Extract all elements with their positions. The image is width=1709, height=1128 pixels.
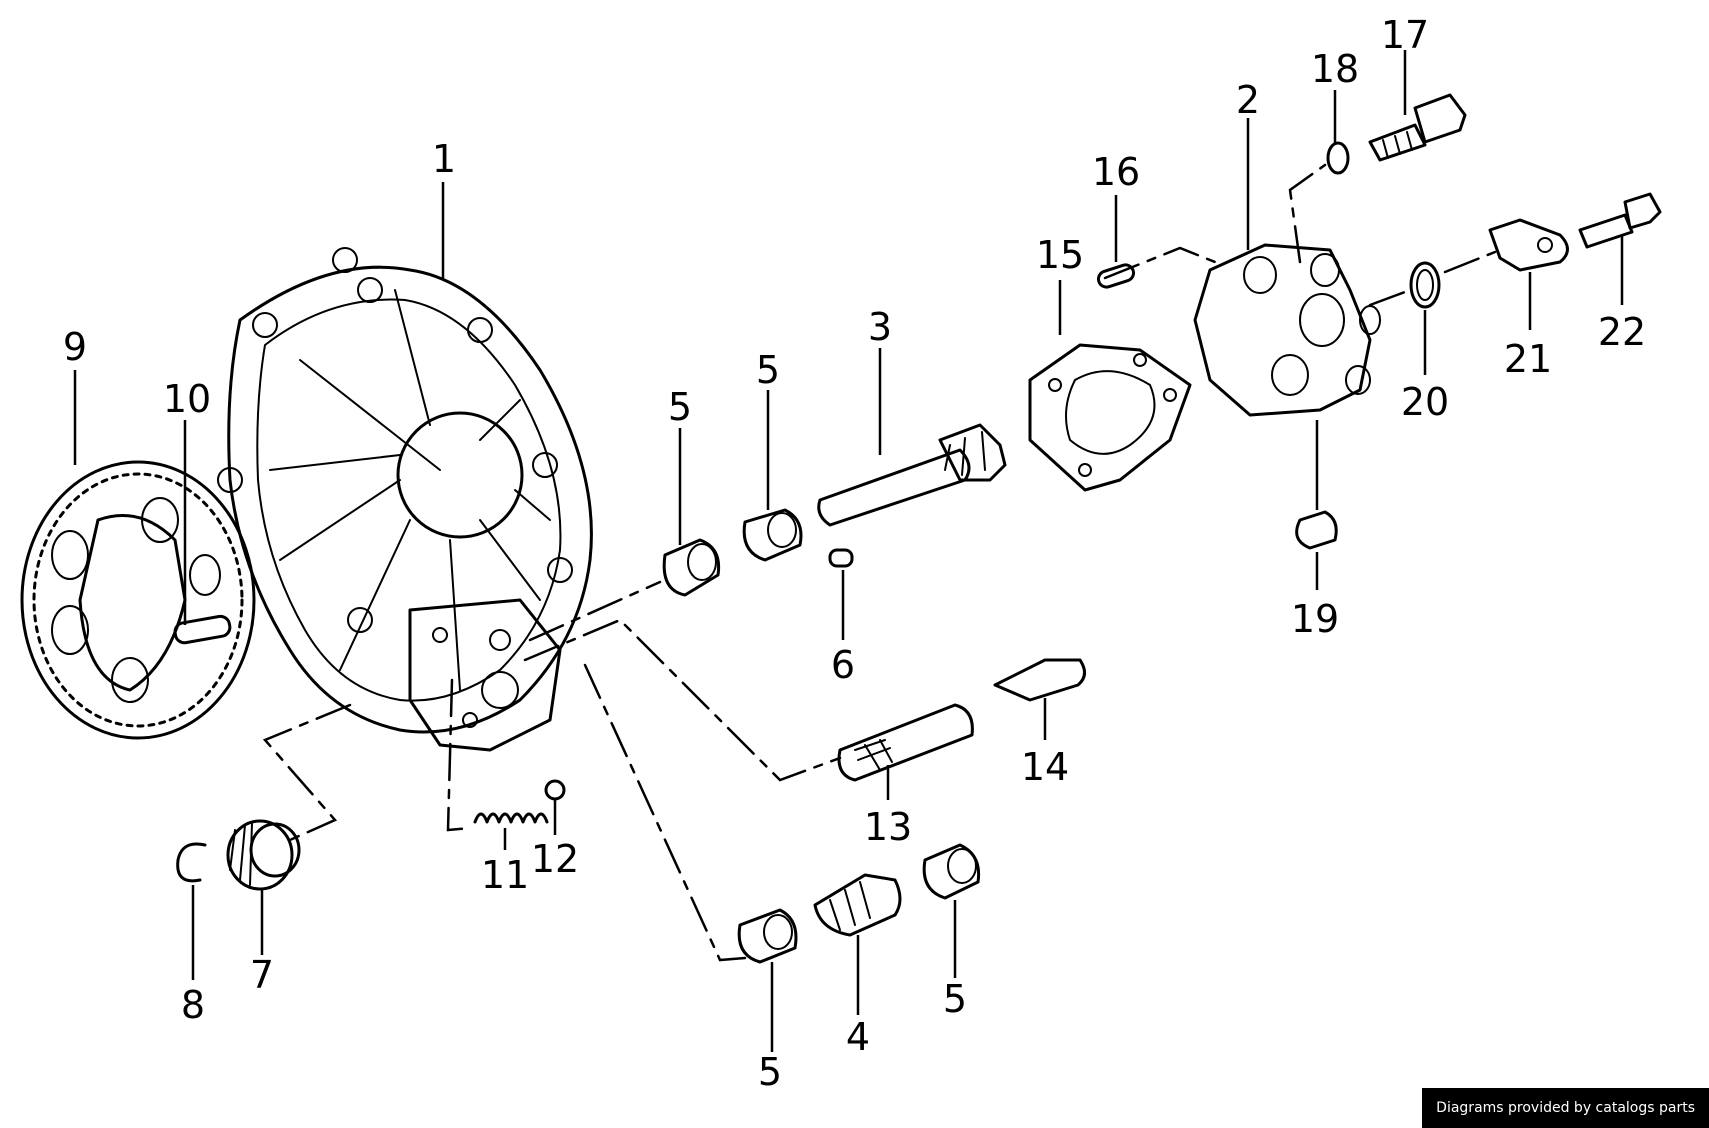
part-labels: 1 2 3 4 5 5 5 5 6 7 8 9 10 11 12 13 14 1… xyxy=(63,13,1646,1094)
label-part-9: 9 xyxy=(63,325,87,369)
part-2-pump-housing[interactable] xyxy=(1193,243,1381,417)
label-part-8: 8 xyxy=(181,983,205,1027)
part-1-housing-cover[interactable] xyxy=(217,247,593,752)
part-4-gear[interactable] xyxy=(813,873,902,937)
label-part-18: 18 xyxy=(1311,47,1359,91)
part-18-washer[interactable] xyxy=(1326,141,1350,175)
label-part-14: 14 xyxy=(1021,745,1069,789)
label-part-11: 11 xyxy=(481,853,529,897)
part-11-spring[interactable] xyxy=(473,812,549,824)
part-8-circlip[interactable] xyxy=(176,842,207,883)
label-part-21: 21 xyxy=(1504,337,1552,381)
part-6-roller[interactable] xyxy=(828,548,854,568)
part-3-shaft[interactable] xyxy=(817,423,1007,527)
part-13-shaft[interactable] xyxy=(837,703,974,782)
label-part-6: 6 xyxy=(831,643,855,687)
label-part-1: 1 xyxy=(432,137,456,181)
label-part-5-c: 5 xyxy=(943,977,967,1021)
part-14-key[interactable] xyxy=(993,658,1086,702)
part-10-pin[interactable] xyxy=(173,614,232,645)
part-20-o-ring[interactable] xyxy=(1409,261,1441,309)
label-part-19: 19 xyxy=(1291,597,1339,641)
part-9-ring-gear[interactable] xyxy=(20,460,256,740)
part-5-bushing-a[interactable] xyxy=(662,538,721,597)
label-part-22: 22 xyxy=(1598,310,1646,354)
part-5-bushing-d[interactable] xyxy=(922,843,981,900)
part-5-bushing-c[interactable] xyxy=(737,908,798,964)
part-16-pin[interactable] xyxy=(1096,263,1136,289)
part-5-bushing-b[interactable] xyxy=(742,508,803,562)
label-part-13: 13 xyxy=(864,805,912,849)
label-part-12: 12 xyxy=(531,837,579,881)
label-part-15: 15 xyxy=(1036,233,1084,277)
part-21-bracket[interactable] xyxy=(1488,218,1569,272)
part-19-plug[interactable] xyxy=(1295,510,1338,550)
part-17-bolt[interactable] xyxy=(1368,93,1467,162)
leader-lines xyxy=(73,50,1624,1052)
label-part-4: 4 xyxy=(846,1015,870,1059)
label-part-3: 3 xyxy=(868,305,892,349)
diagram-credit-banner: Diagrams provided by catalogs parts xyxy=(1422,1088,1709,1128)
label-part-16: 16 xyxy=(1092,150,1140,194)
label-part-5-b: 5 xyxy=(756,348,780,392)
label-part-5-d: 5 xyxy=(758,1050,782,1094)
part-12-ball[interactable] xyxy=(544,779,566,801)
part-22-screw[interactable] xyxy=(1578,192,1662,249)
label-part-20: 20 xyxy=(1401,380,1449,424)
label-part-2: 2 xyxy=(1236,78,1260,122)
part-15-gasket[interactable] xyxy=(1028,343,1192,492)
label-part-17: 17 xyxy=(1381,13,1429,57)
label-part-5-a: 5 xyxy=(668,385,692,429)
part-7-gear[interactable] xyxy=(226,819,301,891)
label-part-10: 10 xyxy=(163,377,211,421)
label-part-7: 7 xyxy=(250,953,274,997)
assembly-lines xyxy=(262,163,1497,962)
